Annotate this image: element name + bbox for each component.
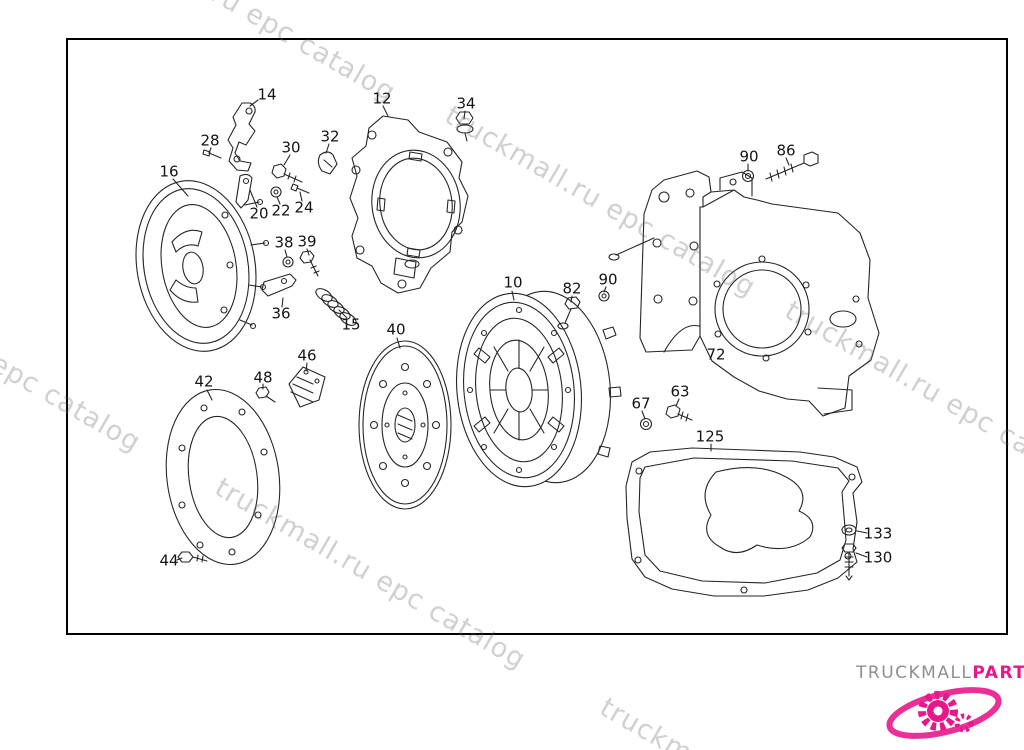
part-number-90[interactable]: 90	[598, 270, 618, 289]
part-20-lever-drawing	[235, 173, 253, 209]
part-42-gasket-drawing	[165, 388, 281, 566]
logo-wordmark: TRUCKMALLPARTS	[856, 663, 1024, 683]
part-number-42[interactable]: 42	[194, 372, 214, 391]
part-72-flywheel-housing-drawing	[608, 170, 880, 417]
part-133-washer-drawing	[841, 524, 857, 536]
part-number-38[interactable]: 38	[274, 233, 294, 252]
part-number-130[interactable]: 130	[863, 548, 893, 567]
part-number-20[interactable]: 20	[249, 204, 269, 223]
part-32-clip-drawing	[317, 151, 338, 175]
part-number-86[interactable]: 86	[776, 141, 796, 160]
part-number-90[interactable]: 90	[739, 147, 759, 166]
part-48-bolt-drawing	[255, 386, 276, 403]
part-number-63[interactable]: 63	[670, 382, 690, 401]
part-number-12[interactable]: 12	[372, 89, 392, 108]
part-44-bolt-drawing	[177, 551, 208, 563]
part-number-32[interactable]: 32	[320, 127, 340, 146]
part-number-133[interactable]: 133	[863, 524, 893, 543]
part-number-40[interactable]: 40	[386, 320, 406, 339]
part-10-pressure-plate-drawing	[455, 290, 622, 488]
part-40-clutch-disc-drawing	[358, 340, 452, 510]
part-number-67[interactable]: 67	[631, 394, 651, 413]
logo-brand-pink: PARTS	[972, 663, 1024, 683]
part-number-34[interactable]: 34	[456, 94, 476, 113]
part-14-bracket-drawing	[227, 102, 256, 172]
logo-gear-swoosh-icon	[886, 687, 1002, 739]
part-67-washer-drawing	[639, 417, 653, 431]
part-number-16[interactable]: 16	[159, 162, 179, 181]
part-28-pin-drawing	[202, 149, 222, 159]
part-86-bolt-drawing	[765, 151, 819, 182]
part-15-spring-drawing	[315, 288, 357, 326]
part-125-oil-pan-drawing	[625, 447, 863, 597]
diagram-frame	[66, 38, 1008, 635]
part-36-bracket-drawing	[261, 273, 297, 297]
part-34-bolt-drawing	[455, 111, 474, 142]
part-22-washer-drawing	[270, 186, 282, 198]
part-number-22[interactable]: 22	[271, 201, 291, 220]
part-63-bolt-drawing	[665, 404, 693, 422]
part-number-82[interactable]: 82	[562, 279, 582, 298]
part-number-125[interactable]: 125	[695, 427, 725, 446]
part-38-washer-drawing	[282, 256, 294, 268]
logo-brand-gray: TRUCKMALL	[856, 663, 973, 683]
part-number-48[interactable]: 48	[253, 368, 273, 387]
truckmall-logo: TRUCKMALLPARTS	[856, 663, 1024, 747]
leader-lines	[172, 99, 868, 561]
part-number-15[interactable]: 15	[341, 315, 361, 334]
part-24-pin-drawing	[290, 183, 310, 194]
part-number-72[interactable]: 72	[706, 345, 726, 364]
part-130-bolt-drawing	[841, 543, 857, 581]
part-12-front-plate-drawing	[349, 115, 469, 294]
part-number-39[interactable]: 39	[297, 232, 317, 251]
part-number-10[interactable]: 10	[503, 273, 523, 292]
part-39-bolt-drawing	[299, 250, 320, 277]
part-number-28[interactable]: 28	[200, 131, 220, 150]
part-82-bolt-drawing	[557, 296, 581, 330]
part-number-14[interactable]: 14	[257, 85, 277, 104]
part-number-30[interactable]: 30	[281, 138, 301, 157]
part-number-46[interactable]: 46	[297, 346, 317, 365]
part-number-24[interactable]: 24	[294, 198, 314, 217]
part-30-bolt-drawing	[271, 163, 303, 183]
part-number-44[interactable]: 44	[159, 551, 179, 570]
part-number-36[interactable]: 36	[271, 304, 291, 323]
